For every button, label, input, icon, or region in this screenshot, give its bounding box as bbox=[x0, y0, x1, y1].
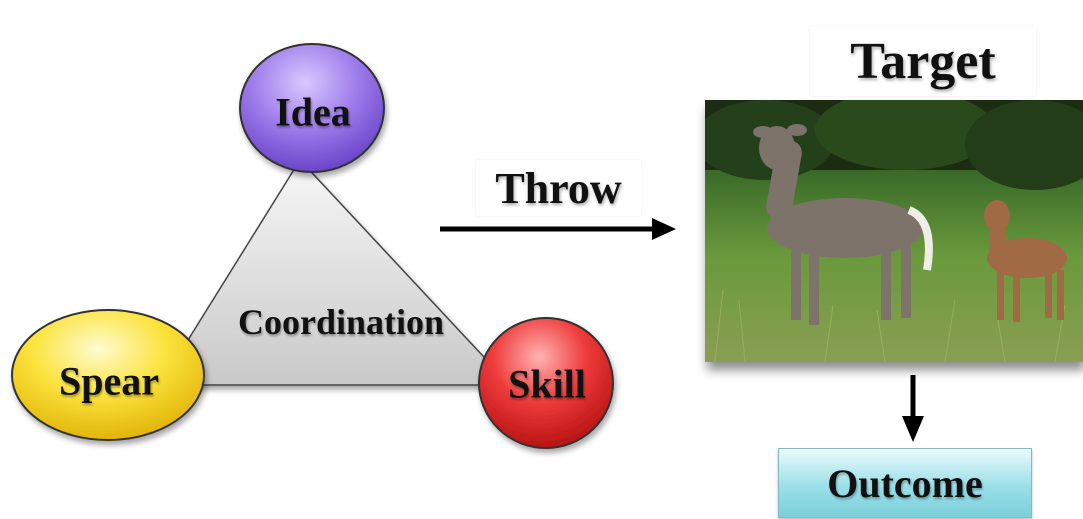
spear-node bbox=[11, 309, 205, 441]
throw-arrow bbox=[440, 218, 676, 240]
idea-node bbox=[239, 43, 385, 173]
coordination-label: Coordination bbox=[237, 302, 445, 342]
skill-node bbox=[478, 317, 614, 449]
outcome-box: Outcome bbox=[778, 448, 1032, 518]
down-arrow bbox=[902, 375, 924, 442]
throw-label: Throw bbox=[476, 160, 641, 216]
target-title: Target bbox=[810, 26, 1036, 96]
waterbuck-photo bbox=[705, 100, 1083, 362]
idea-label: Idea bbox=[275, 89, 351, 135]
skill-label: Skill bbox=[508, 361, 586, 407]
coordination-triangle bbox=[158, 158, 512, 386]
spear-label: Spear bbox=[59, 358, 159, 404]
